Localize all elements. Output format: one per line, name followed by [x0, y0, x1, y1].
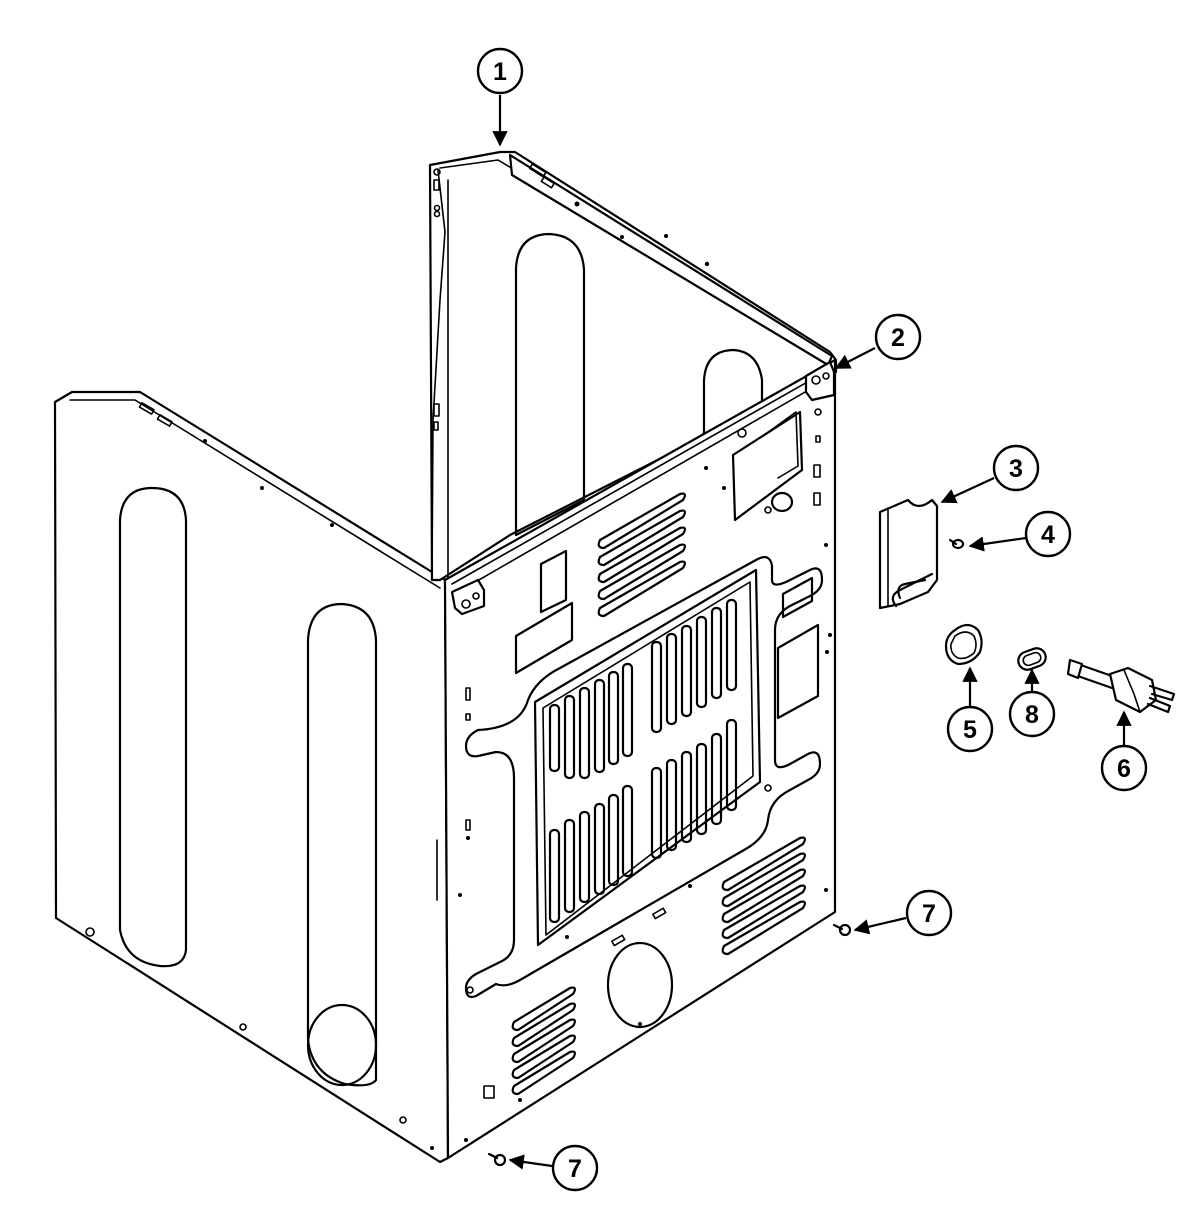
cabinet-assembly: [53, 150, 838, 1164]
label-plate-1: [539, 549, 568, 614]
callout-5: 5: [946, 666, 994, 753]
callout-4-label: 4: [1041, 521, 1055, 549]
left-panel-oval-opening-2: [306, 602, 378, 1087]
callout-8: 8: [1008, 668, 1056, 738]
back-frame-oval-opening-1: [514, 232, 586, 537]
callout-8-label: 8: [1025, 701, 1039, 729]
callout-1: 1: [476, 47, 524, 147]
callout-1-label: 1: [493, 58, 507, 86]
grommet: [1017, 647, 1047, 671]
main-grill-frame: [533, 568, 762, 947]
left-panel-round-vent: [306, 1003, 378, 1087]
embossed-rib-frame: [464, 556, 824, 999]
grill-slots: [548, 598, 738, 924]
callout-7-bottom-label: 7: [568, 1155, 582, 1183]
callout-7-bottom: 7: [508, 1144, 599, 1192]
service-opening: [731, 410, 804, 522]
callout-4: 4: [968, 510, 1072, 558]
callout-3: 3: [940, 444, 1040, 504]
terminal-block-cover: [878, 498, 939, 610]
callout-6-label: 6: [1117, 755, 1131, 783]
screw-part-7-bottom: [487, 1152, 507, 1167]
callout-7-right-label: 7: [922, 900, 936, 928]
callout-3-label: 3: [1009, 455, 1023, 483]
left-side-panel: [53, 390, 450, 1164]
label-plate-3: [781, 576, 814, 619]
terminal-block-hole: [770, 491, 794, 513]
exhaust-opening: [606, 941, 674, 1029]
callout-6: 6: [1100, 710, 1148, 792]
screw-part-7-right: [832, 923, 852, 937]
label-plate-2: [514, 601, 574, 675]
callout-2: 2: [834, 313, 922, 369]
power-cord: [1066, 658, 1176, 714]
callout-7-right: 7: [853, 889, 953, 937]
callout-2-label: 2: [891, 324, 905, 352]
callout-5-label: 5: [963, 716, 977, 744]
rear-panel: [443, 358, 837, 1160]
lower-left-louvres: [511, 986, 577, 1096]
screw-part-4: [948, 538, 965, 550]
upper-louvres: [597, 492, 687, 618]
strain-relief: [944, 623, 983, 666]
left-panel-oval-opening-1: [118, 486, 188, 968]
label-plate-4: [776, 623, 820, 720]
lower-right-louvres: [721, 836, 807, 956]
back-frame-oval-opening-2: [702, 348, 764, 437]
